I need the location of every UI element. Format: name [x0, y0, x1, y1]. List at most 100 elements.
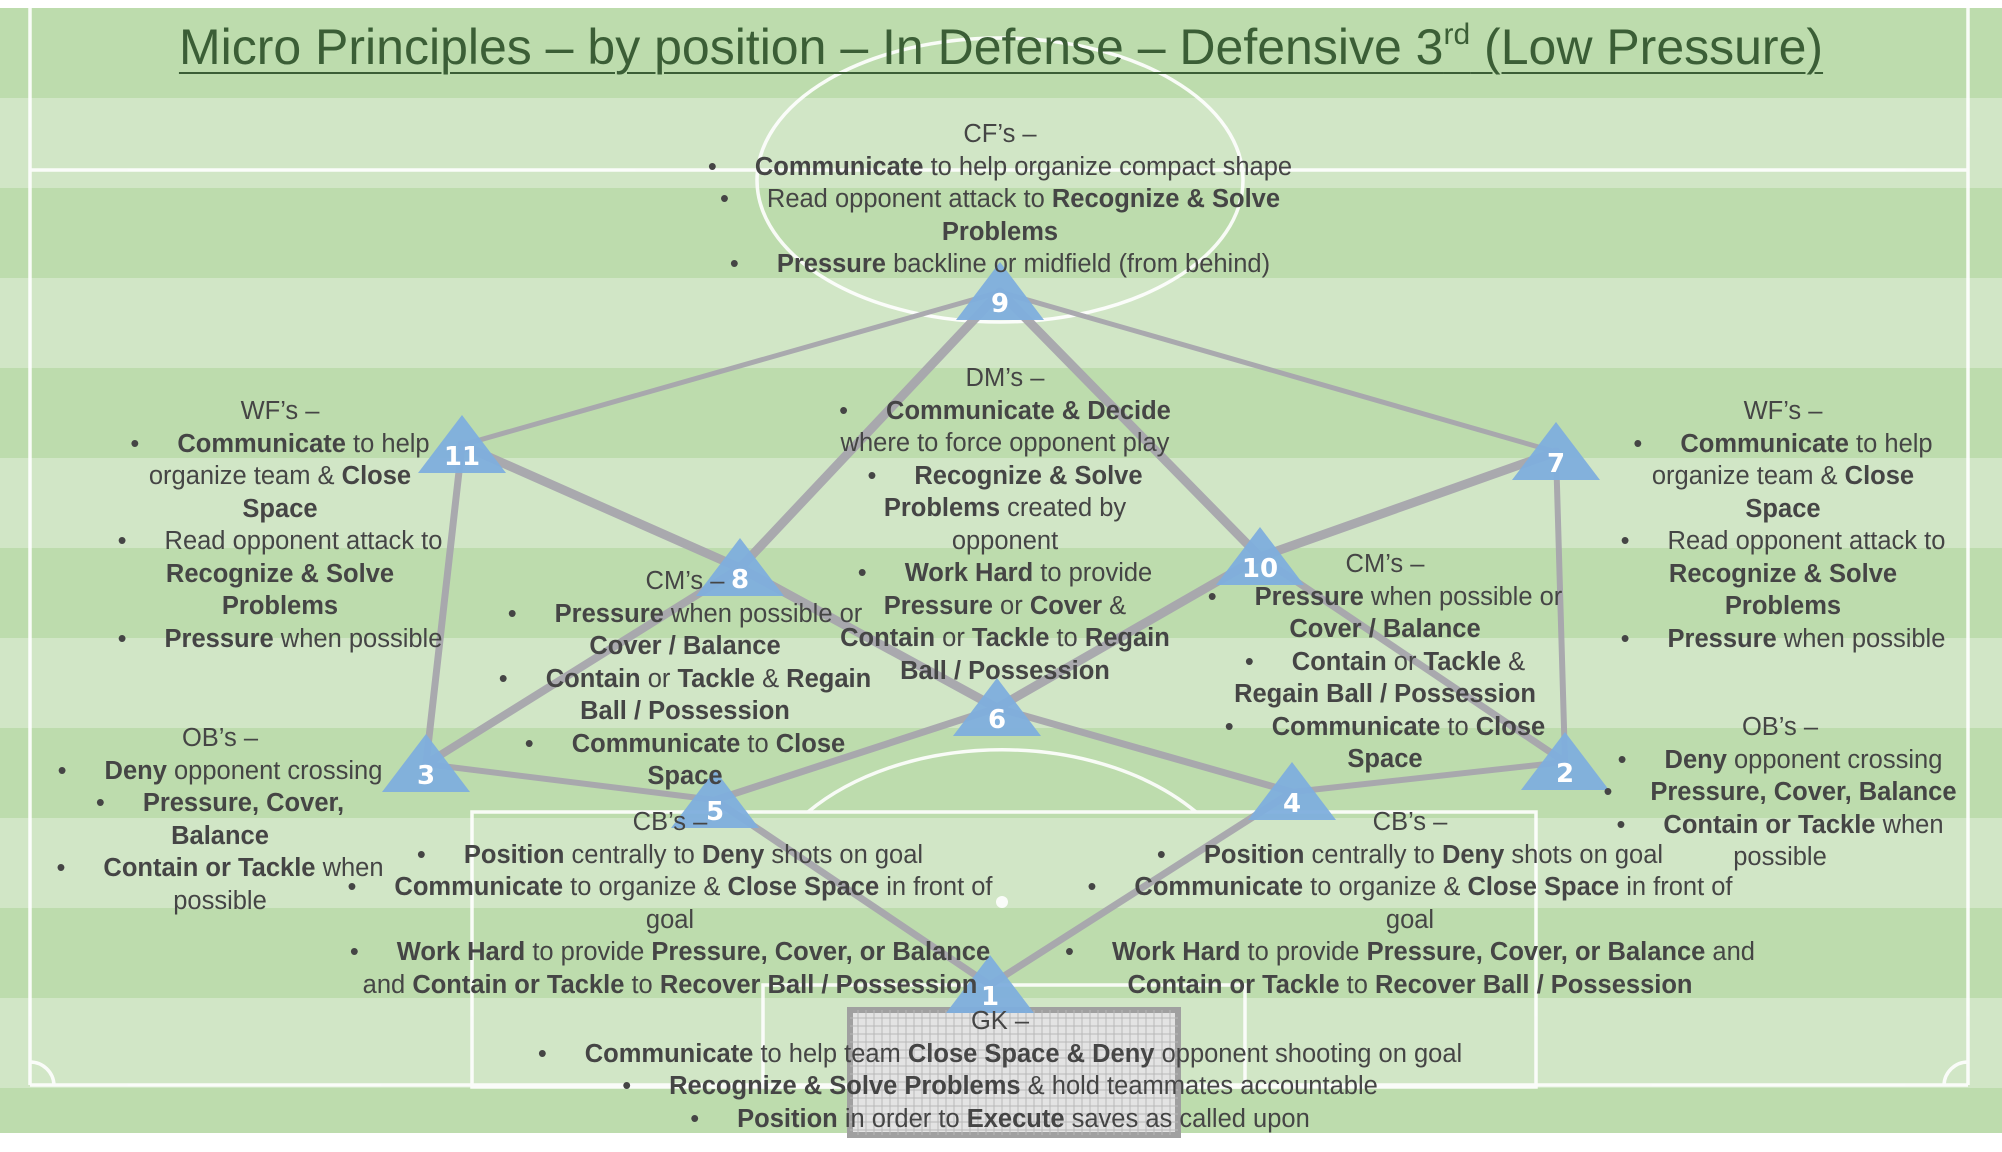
- bullet-icon: •: [729, 250, 739, 278]
- text-phrase: when possible: [1776, 624, 1946, 653]
- pitch-stripe: [0, 818, 2002, 908]
- bullet-icon: •: [1620, 624, 1630, 653]
- cb-right-block: CB’s – •Position centrally to Deny shots …: [1030, 806, 1790, 1001]
- player-number: 5: [706, 797, 724, 827]
- bold-phrase: Close Space & Deny: [907, 1039, 1155, 1068]
- ob-right-bullets: •Deny opponent crossing•Pressure, Cover,…: [1560, 744, 2000, 874]
- bullet-icon: •: [347, 873, 357, 901]
- bullet-item: •Deny opponent crossing: [1560, 744, 2000, 777]
- player-9-marker: 9: [956, 262, 1044, 320]
- bullet-icon: •: [56, 854, 66, 882]
- bullet-icon: •: [1224, 712, 1234, 741]
- text-phrase: centrally to: [1304, 840, 1442, 869]
- bold-phrase: Pressure: [1667, 624, 1777, 653]
- bold-phrase: Ball / Possession: [580, 697, 790, 725]
- bold-phrase: Recover Ball / Possession: [1375, 970, 1693, 999]
- text-phrase: to provide: [1033, 559, 1153, 587]
- link-8-3: [422, 564, 744, 768]
- bold-phrase: Regain Ball / Possession: [1234, 680, 1536, 708]
- bold-phrase: Tackle: [677, 664, 755, 693]
- player-triangle-icon: [1521, 732, 1609, 790]
- link-8-6: [735, 563, 1002, 713]
- link-9-8: [735, 287, 1005, 573]
- bullet-icon: •: [719, 185, 729, 213]
- text-phrase: where to force opponent play: [840, 429, 1170, 457]
- corner-arc-right: [1942, 1060, 1969, 1086]
- text-phrase: opponent crossing: [166, 756, 383, 785]
- link-5-1: [711, 796, 994, 989]
- ob-left-header: OB’s –: [181, 724, 259, 752]
- bold-phrase: Tackle: [971, 624, 1050, 652]
- bold-phrase: Problems: [883, 494, 1001, 522]
- wf-left-header: WF’s –: [240, 397, 320, 425]
- player-4-marker: 4: [1248, 762, 1336, 820]
- text-phrase: in front of: [879, 873, 993, 901]
- bold-phrase: Deny: [1664, 745, 1727, 774]
- bold-phrase: Pressure, Cover, or Balance: [651, 938, 991, 966]
- link-11-8: [457, 440, 745, 573]
- player-triangle-icon: [418, 415, 506, 473]
- player-7-marker: 7: [1512, 422, 1600, 480]
- bullet-item: •Work Hard to provide Pressure, Cover, o…: [1030, 936, 1790, 1001]
- bold-phrase: Pressure: [883, 591, 993, 620]
- bullet-item: •Pressure backline or midfield (from beh…: [620, 248, 1380, 281]
- player-number: 7: [1547, 449, 1565, 479]
- link-9-7: [997, 289, 1559, 455]
- text-phrase: in order to: [837, 1104, 967, 1133]
- text-phrase: &: [1501, 647, 1526, 676]
- bullet-icon: •: [857, 559, 867, 587]
- player-number: 8: [731, 565, 749, 595]
- bold-phrase: Execute: [966, 1104, 1065, 1133]
- text-phrase: to help organize compact shape: [923, 152, 1293, 181]
- ob-right-header: OB’s –: [1741, 713, 1819, 741]
- player-triangle-icon: [953, 678, 1041, 736]
- bullet-icon: •: [117, 527, 127, 555]
- text-phrase: centrally to: [564, 840, 702, 869]
- bold-phrase: Regain: [786, 664, 872, 693]
- bold-phrase: Contain or Tackle: [412, 970, 625, 999]
- link-7-10: [1255, 447, 1561, 562]
- pitch-markings: [28, 8, 1970, 1089]
- bold-phrase: Problems: [941, 217, 1059, 246]
- bullet-icon: •: [524, 729, 534, 758]
- link-10-6: [992, 552, 1265, 713]
- text-phrase: & hold teammates accountable: [1020, 1072, 1378, 1100]
- bold-phrase: Cover / Balance: [1289, 615, 1481, 643]
- cb-right-header: CB’s –: [1372, 808, 1448, 836]
- bullet-item: •Communicate to help organize compact sh…: [620, 151, 1380, 184]
- wf-right-header: WF’s –: [1743, 397, 1823, 425]
- bold-phrase: Balance: [171, 821, 269, 850]
- cb-left-block: CB’s –•Position centrally to Deny shots …: [290, 806, 1050, 1001]
- text-phrase: to provide: [525, 938, 652, 966]
- text-phrase: possible: [1733, 843, 1827, 871]
- bold-phrase: Problems: [221, 592, 339, 620]
- bold-phrase: Recognize & Solve Problems: [669, 1072, 1021, 1100]
- cf-header: CF’s –: [963, 120, 1037, 148]
- bold-phrase: Pressure, Cover, or Balance: [1366, 938, 1706, 966]
- bold-phrase: Close Space: [727, 873, 880, 901]
- formation-links: [422, 287, 1569, 989]
- bullet-icon: •: [867, 461, 877, 490]
- pitch-stripe: [0, 98, 2002, 188]
- text-phrase: or: [992, 591, 1030, 620]
- cf-bullets: •Communicate to help organize compact sh…: [620, 151, 1380, 281]
- bold-phrase: Deny: [1441, 840, 1505, 869]
- bullet-item: •Communicate to help team Close Space & …: [480, 1038, 1520, 1071]
- bold-phrase: Work Hard: [904, 559, 1034, 587]
- text-phrase: or: [935, 624, 972, 652]
- player-number: 3: [417, 761, 435, 791]
- player-triangle-icon: [956, 262, 1044, 320]
- bold-phrase: Problems: [1724, 592, 1842, 620]
- player-5-marker: 5: [671, 770, 759, 828]
- bullet-icon: •: [622, 1072, 632, 1100]
- player-number: 11: [444, 442, 480, 472]
- cb-right-bullets: •Position centrally to Deny shots on goa…: [1030, 839, 1790, 1002]
- bold-phrase: Close: [341, 462, 412, 490]
- bullet-item: •Position in order to Execute saves as c…: [480, 1103, 1520, 1136]
